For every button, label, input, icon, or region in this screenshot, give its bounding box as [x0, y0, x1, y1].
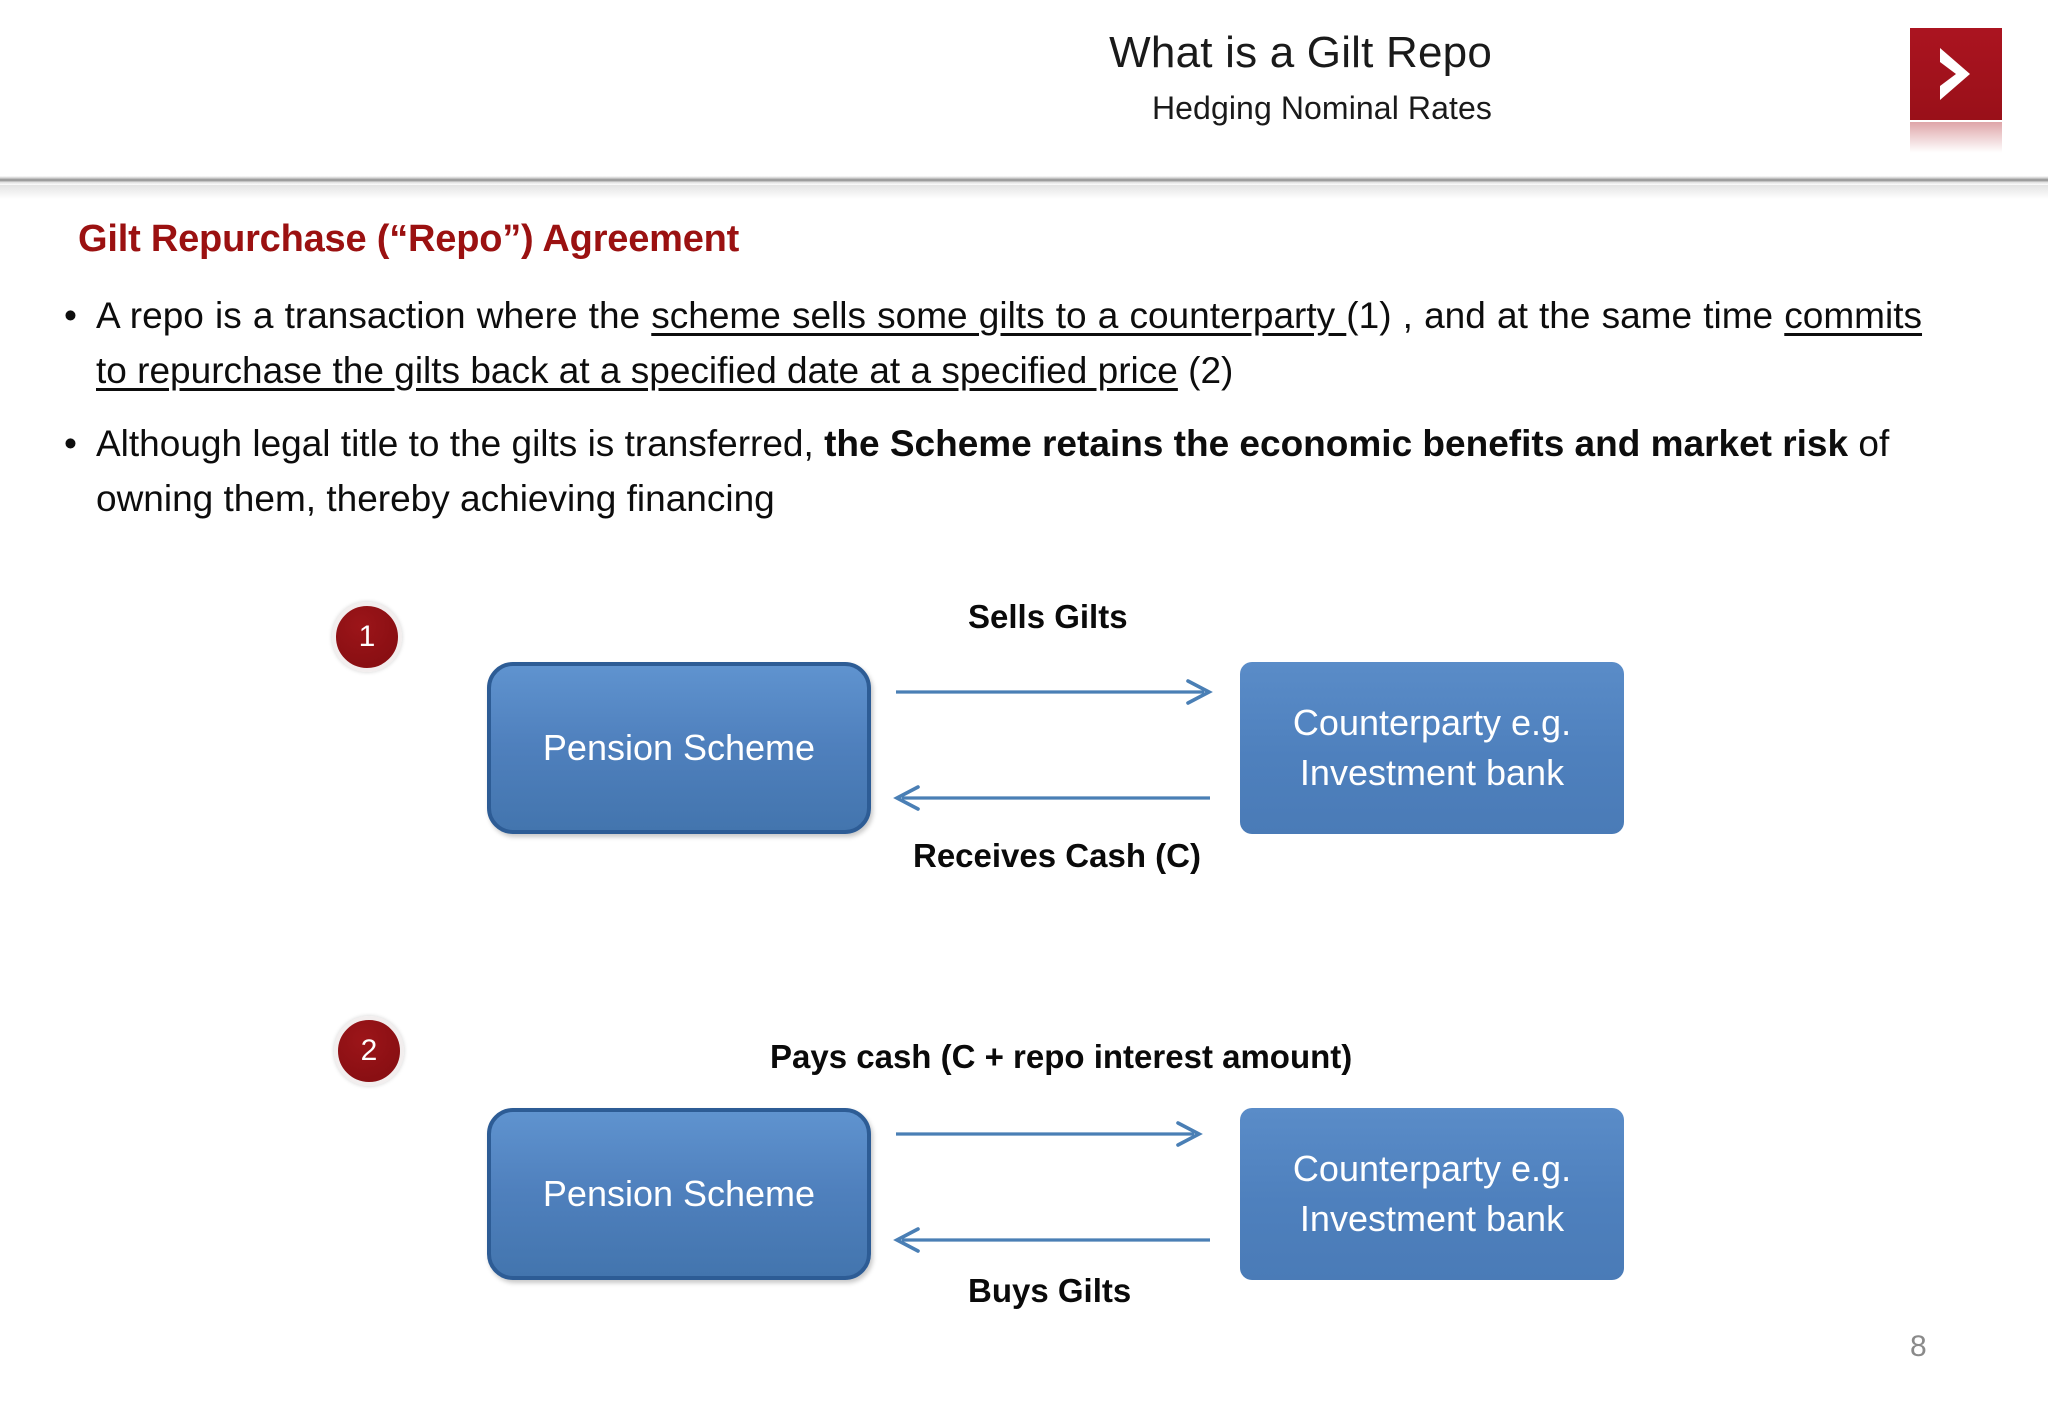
page-number: 8 [1910, 1330, 1927, 1363]
page-title: What is a Gilt Repo [1109, 28, 1492, 77]
bullet-1-seg-4: commits to repurchase the gilts back at … [96, 295, 1923, 391]
brand-logo [1910, 28, 2002, 158]
bullet-1-seg-1: A repo is a transaction where the [96, 295, 652, 336]
step-badge-1: 1 [332, 602, 402, 672]
bullet-glyph: • [64, 423, 77, 464]
node-label-line2: Investment bank [1299, 752, 1565, 793]
arrow-receives-cash [893, 785, 1210, 811]
bullet-2-seg-2: the Scheme retains the economic benefits… [824, 423, 1849, 464]
header-divider [0, 176, 2048, 185]
bullet-item-2: • Although legal title to the gilts is tr… [62, 416, 1922, 526]
bullet-2-seg-1: Although legal title to the gilts is tra… [96, 423, 825, 464]
section-heading: Gilt Repurchase (“Repo”) Agreement [78, 218, 740, 260]
header-divider-shadow [0, 185, 2048, 199]
node-pension-scheme-2: Pension Scheme [487, 1108, 871, 1280]
node-label: Pension Scheme [542, 727, 816, 768]
node-label-line2: Investment bank [1299, 1198, 1565, 1239]
page-subtitle: Hedging Nominal Rates [1151, 89, 1492, 126]
node-label: Pension Scheme [542, 1173, 816, 1214]
flow-label-pays-cash: Pays cash (C + repo interest amount) [770, 1038, 1353, 1075]
bullet-1-seg-2: scheme sells some gilts to a counterpart… [651, 295, 1347, 336]
flow-label-buys-gilts: Buys Gilts [968, 1272, 1132, 1309]
slide-header: What is a Gilt Repo Hedging Nominal Rate… [0, 0, 2048, 178]
node-label-line1: Counterparty e.g. [1292, 702, 1572, 743]
node-label-line1: Counterparty e.g. [1292, 1148, 1572, 1189]
node-counterparty-2: Counterparty e.g. Investment bank [1240, 1108, 1624, 1280]
node-pension-scheme-1: Pension Scheme [487, 662, 871, 834]
step-badge-2: 2 [334, 1016, 404, 1086]
bullet-glyph: • [64, 295, 77, 336]
arrow-buys-gilts [893, 1227, 1210, 1253]
arrow-pays-cash [896, 1121, 1203, 1147]
bullet-1-seg-5: (2) [1177, 350, 1234, 391]
bullet-item-1: • A repo is a transaction where the schem… [62, 288, 1922, 398]
node-counterparty-1: Counterparty e.g. Investment bank [1240, 662, 1624, 834]
header-title-block: What is a Gilt Repo Hedging Nominal Rate… [592, 28, 1492, 127]
chevron-right-icon [1910, 28, 2002, 120]
arrow-sells-gilts [896, 679, 1213, 705]
logo-reflection [1910, 122, 2002, 158]
flow-label-sells-gilts: Sells Gilts [968, 598, 1128, 635]
flow-label-receives-cash: Receives Cash (C) [913, 837, 1201, 874]
bullet-2-seg-3: of owning them, thereby achieving financ… [96, 423, 1890, 519]
bullet-list: • A repo is a transaction where the schem… [62, 288, 1922, 544]
bullet-1-seg-3: (1) , and at the same time [1346, 295, 1785, 336]
